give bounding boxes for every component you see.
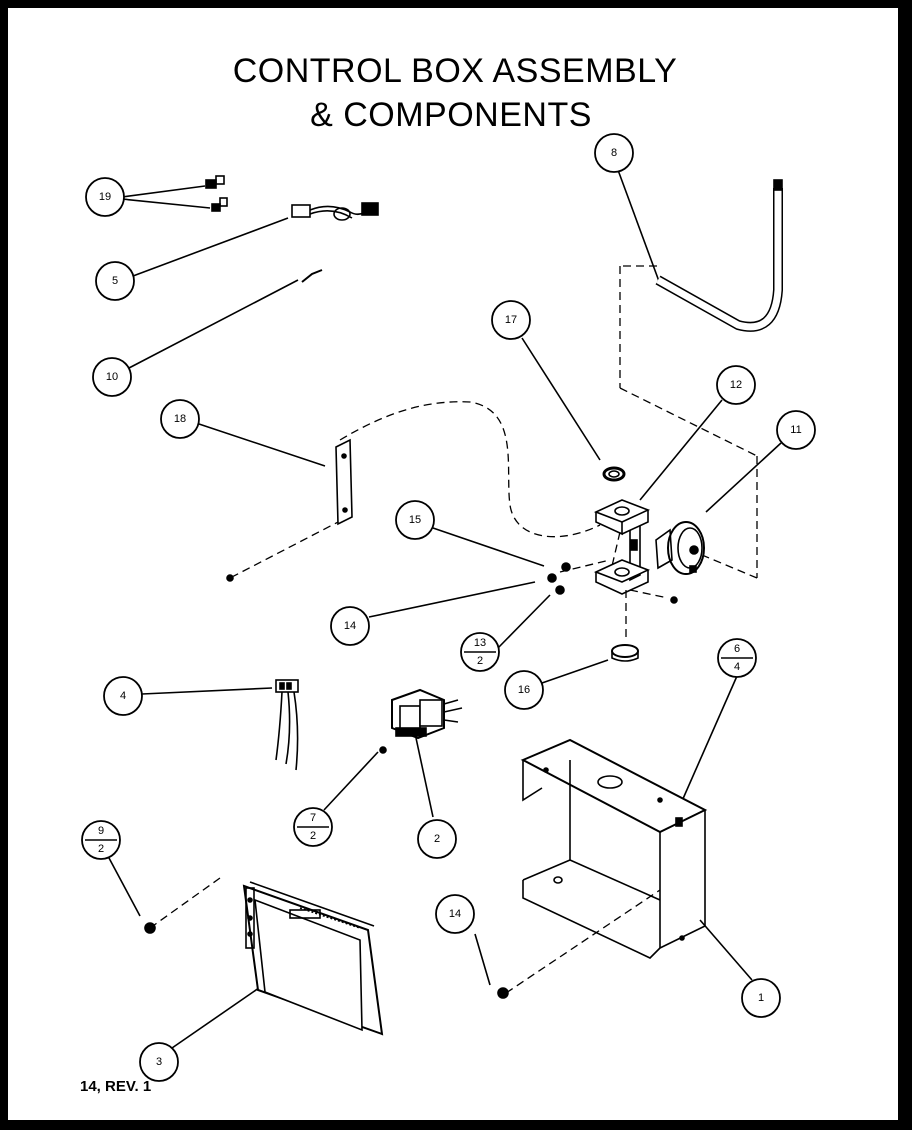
callout-4 <box>103 676 143 716</box>
callout-label-7-top: 7 <box>310 812 316 824</box>
part-15-14-13-screws <box>547 562 571 595</box>
callout-label-14a: 14 <box>344 620 356 632</box>
part-16-grommet <box>611 644 639 662</box>
callout-label-12: 12 <box>730 379 742 391</box>
callout-label-5: 5 <box>112 275 118 287</box>
callout-16 <box>504 670 544 710</box>
callout-label-4: 4 <box>120 690 126 702</box>
part-11-pressure-switch <box>655 521 705 604</box>
assembly-dashed-lines <box>149 265 758 994</box>
part-19-connectors <box>205 175 228 212</box>
callout-8 <box>594 133 634 173</box>
part-5-wiring-harness <box>291 202 379 221</box>
callout-label-10: 10 <box>106 371 118 383</box>
part-9-screw <box>144 922 156 934</box>
callout-label-3: 3 <box>156 1056 162 1068</box>
callout-label-9-top: 9 <box>98 825 104 837</box>
callout-19 <box>85 177 125 217</box>
callout-label-1: 1 <box>758 992 764 1004</box>
callout-1 <box>741 978 781 1018</box>
part-10-wire <box>301 269 323 283</box>
callout-2 <box>417 819 457 859</box>
part-17-grommet <box>602 466 626 482</box>
callout-label-8: 8 <box>611 147 617 159</box>
part-12-switch-bracket <box>593 499 651 595</box>
callout-label-16: 16 <box>518 684 530 696</box>
diagram-title-line2: & COMPONENTS <box>310 96 592 134</box>
part-2-transformer <box>379 688 463 754</box>
callout-label-6-top: 6 <box>734 643 740 655</box>
diagram-title-line1: CONTROL BOX ASSEMBLY <box>232 52 678 90</box>
callout-label-9-bottom: 2 <box>98 843 104 855</box>
callout-5 <box>95 261 135 301</box>
callout-10 <box>92 357 132 397</box>
callout-3 <box>139 1042 179 1082</box>
revision-label: 14, REV. 1 <box>80 1078 152 1095</box>
callout-label-15: 15 <box>409 514 421 526</box>
callout-label-2: 2 <box>434 833 440 845</box>
callout-14a <box>330 606 370 646</box>
callout-12 <box>716 365 756 405</box>
callout-label-13-top: 13 <box>474 637 486 649</box>
callout-circles <box>81 133 816 1082</box>
callout-label-6-bottom: 4 <box>734 661 740 673</box>
callout-15 <box>395 500 435 540</box>
callout-label-7-bottom: 2 <box>310 830 316 842</box>
part-8-tubing <box>655 179 783 332</box>
callout-17 <box>491 300 531 340</box>
callout-label-14b: 14 <box>449 908 461 920</box>
callout-14b <box>435 894 475 934</box>
callout-label-13-bottom: 2 <box>477 655 483 667</box>
callout-11 <box>776 410 816 450</box>
part-1-control-box <box>520 738 708 959</box>
part-18-bracket <box>226 438 353 582</box>
part-4-wire-plug <box>275 679 299 771</box>
fraction-bars <box>85 651 753 841</box>
callout-label-11: 11 <box>790 424 801 436</box>
callout-18 <box>160 399 200 439</box>
part-14-screw <box>497 987 509 999</box>
callout-label-17: 17 <box>505 314 517 326</box>
callout-label-18: 18 <box>174 413 186 425</box>
part-3-control-board <box>242 881 384 1036</box>
callout-label-19: 19 <box>99 191 111 203</box>
diagram-sheet <box>8 8 898 1120</box>
